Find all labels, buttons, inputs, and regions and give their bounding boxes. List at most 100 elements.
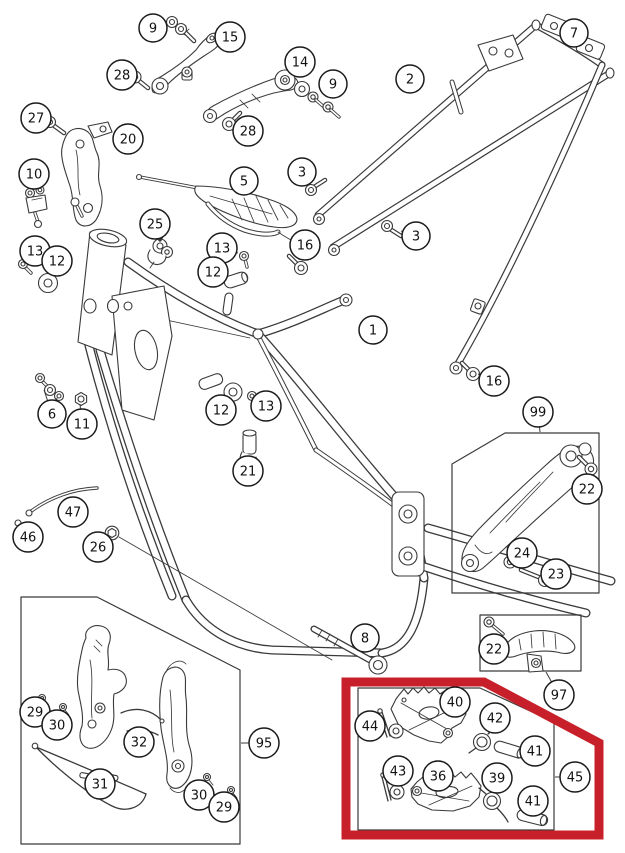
- callout-number: 9: [149, 22, 157, 37]
- callout-32[interactable]: 32: [123, 726, 155, 758]
- bracket-20: [61, 121, 113, 227]
- chain-guide-box-99: [451, 432, 600, 594]
- callout-circle: [84, 768, 116, 800]
- callout-number: 27: [28, 112, 45, 127]
- callout-30[interactable]: 30: [41, 709, 73, 741]
- callout-circle: [522, 396, 554, 428]
- callout-13[interactable]: 13: [250, 390, 282, 422]
- callout-20[interactable]: 20: [112, 123, 144, 155]
- callout-27[interactable]: 27: [20, 102, 52, 134]
- callout-46[interactable]: 46: [12, 521, 44, 553]
- callout-31[interactable]: 31: [84, 768, 116, 800]
- callout-circle: [289, 229, 321, 261]
- callout-6[interactable]: 6: [37, 389, 67, 429]
- callout-15[interactable]: 15: [214, 21, 246, 53]
- callout-number: 99: [530, 406, 547, 421]
- callout-9[interactable]: 9: [138, 13, 168, 43]
- chain-slider-box-97: [479, 614, 582, 673]
- callout-number: 3: [298, 166, 306, 181]
- callout-circle: [517, 785, 549, 817]
- callout-circle: [139, 208, 171, 240]
- callout-3[interactable]: 3: [400, 221, 431, 251]
- linkage-arm-14: [202, 69, 311, 124]
- callout-circle: [559, 761, 591, 793]
- callout-22[interactable]: 22: [478, 633, 510, 665]
- callout-number: 16: [486, 375, 503, 390]
- callout-24[interactable]: 24: [506, 537, 538, 569]
- callout-number: 12: [205, 266, 222, 281]
- callout-12[interactable]: 12: [197, 256, 229, 288]
- callout-29[interactable]: 29: [208, 791, 240, 823]
- callout-41[interactable]: 41: [517, 785, 549, 817]
- callout-12[interactable]: 12: [205, 394, 237, 426]
- callout-circle: [540, 558, 572, 590]
- cable-guide-5: [135, 173, 298, 244]
- callout-2[interactable]: 2: [395, 64, 425, 94]
- callout-16[interactable]: 16: [477, 365, 510, 397]
- callout-47[interactable]: 47: [57, 496, 89, 528]
- callout-number: 95: [256, 737, 273, 752]
- callout-circle: [112, 123, 144, 155]
- callout-number: 9: [329, 78, 337, 93]
- callout-23[interactable]: 23: [540, 558, 572, 590]
- callout-circle: [20, 102, 52, 134]
- callout-39[interactable]: 39: [481, 762, 513, 794]
- callout-number: 46: [20, 531, 37, 546]
- callout-12[interactable]: 12: [41, 245, 73, 277]
- callout-number: 29: [216, 801, 233, 816]
- callout-circle: [571, 473, 603, 505]
- callout-number: 36: [430, 770, 447, 785]
- callout-44[interactable]: 44: [354, 710, 386, 742]
- callout-95[interactable]: 95: [241, 727, 280, 759]
- callout-circle: [106, 59, 138, 91]
- callout-circle: [41, 245, 73, 277]
- callout-30[interactable]: 30: [183, 779, 215, 811]
- callout-22[interactable]: 22: [571, 473, 603, 505]
- callout-11[interactable]: 11: [66, 403, 98, 440]
- callout-40[interactable]: 40: [439, 686, 471, 718]
- callout-7[interactable]: 7: [559, 18, 589, 48]
- callout-circle: [208, 791, 240, 823]
- callout-number: 24: [514, 547, 531, 562]
- bolt-washers-6: [34, 372, 65, 402]
- callout-25[interactable]: 25: [139, 208, 171, 240]
- callout-5[interactable]: 5: [229, 166, 259, 196]
- callout-45[interactable]: 45: [555, 761, 591, 793]
- callout-circle: [478, 633, 510, 665]
- callout-99[interactable]: 99: [522, 396, 554, 433]
- callout-28[interactable]: 28: [232, 115, 264, 147]
- bolt-28-lower: [221, 110, 243, 132]
- callout-36[interactable]: 36: [422, 760, 454, 792]
- callout-3[interactable]: 3: [287, 157, 317, 187]
- bolt-3-left: [304, 177, 328, 197]
- callout-41[interactable]: 41: [519, 735, 551, 767]
- callout-number: 3: [412, 230, 420, 245]
- callout-number: 13: [258, 400, 275, 415]
- callout-circle: [287, 157, 317, 187]
- callout-circle: [57, 496, 89, 528]
- linkage-arm-15: [151, 32, 222, 95]
- callout-28[interactable]: 28: [106, 59, 138, 91]
- callout-number: 12: [213, 404, 230, 419]
- callout-42[interactable]: 42: [479, 702, 511, 734]
- callout-43[interactable]: 43: [382, 755, 414, 787]
- callout-8[interactable]: 8: [350, 623, 380, 653]
- callout-1[interactable]: 1: [358, 315, 388, 345]
- callout-21[interactable]: 21: [232, 455, 264, 487]
- callout-circle: [559, 18, 589, 48]
- main-frame-part: [77, 228, 616, 658]
- callout-circle: [519, 735, 551, 767]
- callout-14[interactable]: 14: [284, 46, 316, 78]
- callout-number: 1: [369, 324, 377, 339]
- callout-26[interactable]: 26: [82, 531, 114, 563]
- callout-number: 10: [26, 168, 43, 183]
- callout-97[interactable]: 97: [543, 671, 575, 711]
- callout-circle: [66, 408, 98, 440]
- callout-number: 97: [551, 689, 568, 704]
- callout-9[interactable]: 9: [318, 69, 348, 99]
- callout-16[interactable]: 16: [289, 229, 321, 261]
- callout-10[interactable]: 10: [18, 158, 50, 190]
- bolt-3-right: [380, 219, 404, 239]
- callout-number: 31: [92, 778, 109, 793]
